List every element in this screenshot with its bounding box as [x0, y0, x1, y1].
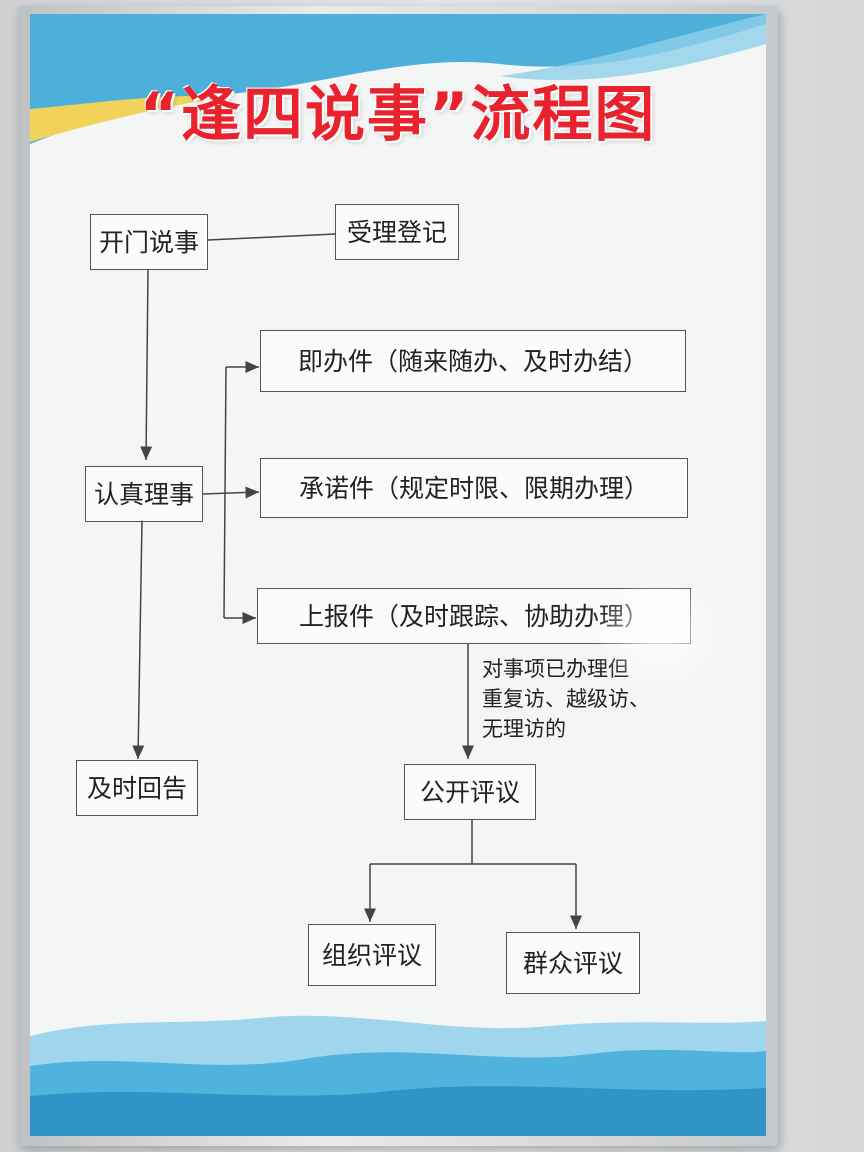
aluminum-frame: “逢四说事”流程图 开门说事 受理登记 即办件（随来随办、及时办结） 认真理事 … [18, 6, 778, 1146]
node-jiban: 即办件（随来随办、及时办结） [260, 330, 686, 392]
connector-renzhen-chengnuo [202, 486, 260, 499]
node-chengnuo: 承诺件（规定时限、限期办理） [260, 458, 688, 518]
top-wave-decoration [30, 14, 766, 144]
node-kaimen: 开门说事 [90, 214, 208, 270]
flow-connectors [132, 233, 582, 929]
node-jishi: 及时回告 [76, 760, 198, 816]
page-title: “逢四说事”流程图 [139, 80, 657, 150]
connector-kaimen-shouli [207, 233, 336, 241]
flowchart-board: “逢四说事”流程图 开门说事 受理登记 即办件（随来随办、及时办结） 认真理事 … [30, 14, 766, 1136]
bottom-wave-decoration [30, 1015, 766, 1136]
node-qunzhong: 群众评议 [506, 932, 640, 994]
connector-renzhen-jishi [132, 519, 145, 760]
node-zuzhi: 组织评议 [308, 924, 436, 986]
node-shouli: 受理登记 [335, 204, 459, 260]
connector-kaimen-renzhen [140, 269, 153, 461]
light-glare [590, 574, 730, 694]
node-renzhen: 认真理事 [85, 466, 203, 522]
connector-branch-vertical [223, 366, 227, 619]
node-gongkai: 公开评议 [404, 764, 536, 820]
note-line: 无理访的 [482, 717, 566, 741]
